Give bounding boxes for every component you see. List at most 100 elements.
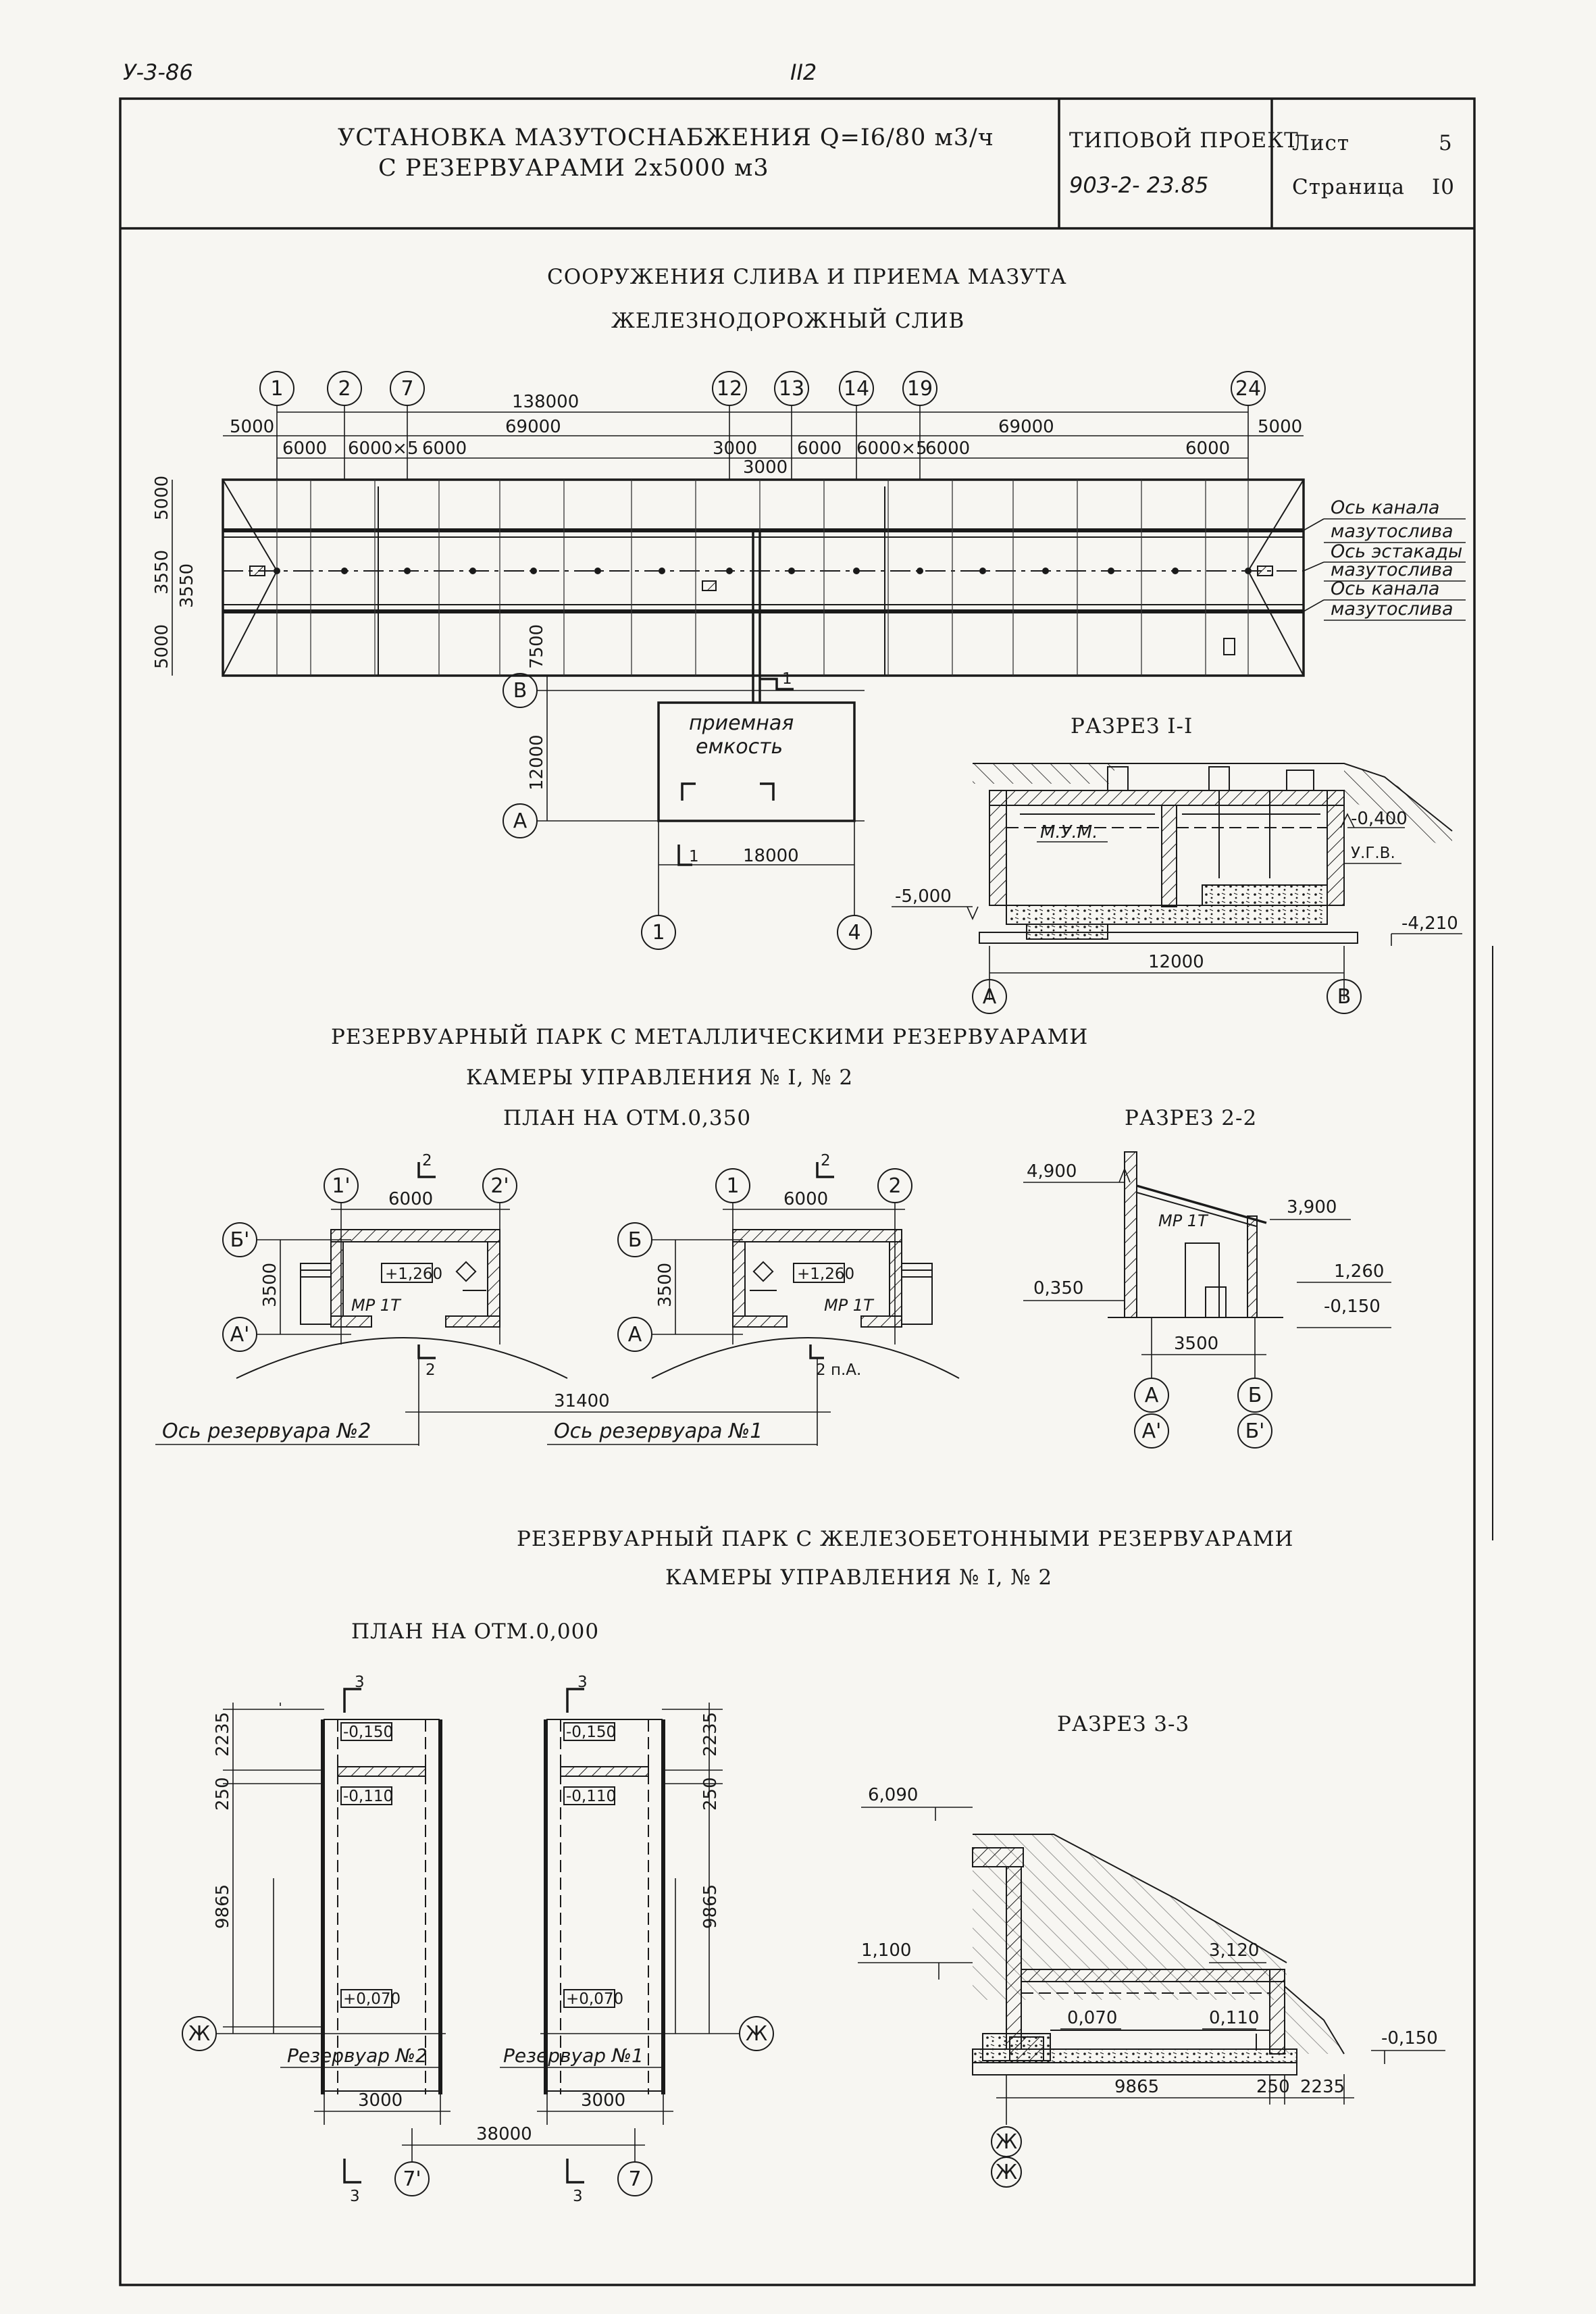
svg-text:0,110: 0,110: [1209, 2008, 1259, 2028]
svg-text:+0,070: +0,070: [343, 1990, 401, 2008]
svg-text:2: 2: [422, 1152, 432, 1169]
svg-text:1: 1: [270, 377, 283, 401]
project-number: 903-2- 23.85: [1069, 172, 1208, 198]
svg-text:7: 7: [628, 2167, 641, 2191]
svg-text:6000: 6000: [1185, 438, 1230, 459]
section1-title2: ЖЕЛЕЗНОДОРОЖНЫЙ СЛИВ: [611, 307, 964, 333]
svg-text:3550: 3550: [152, 550, 172, 595]
section1-left-dims: 5000 3550 3550 5000: [152, 476, 197, 676]
svg-text:2235: 2235: [1300, 2077, 1345, 2097]
svg-text:9865: 9865: [1114, 2077, 1159, 2097]
svg-text:емкость: емкость: [696, 735, 783, 759]
svg-text:+1,260: +1,260: [797, 1265, 854, 1283]
svg-text:-0,150: -0,150: [1381, 2028, 1438, 2048]
svg-text:3000: 3000: [358, 2090, 403, 2111]
tank-axes-span: 31400 Ось резервуара №2 Ось резервуара №…: [155, 1358, 831, 1446]
axis-marker-2: 2: [327, 371, 362, 480]
svg-text:0,070: 0,070: [1067, 2008, 1117, 2028]
svg-text:Ось эстакады: Ось эстакады: [1331, 541, 1462, 562]
section-1-1: РАЗРЕЗ I-I М.У.М. -0,400 У.Г.В. -4: [892, 714, 1493, 1540]
svg-text:В: В: [1337, 985, 1352, 1009]
svg-text:РАЗРЕЗ 2-2: РАЗРЕЗ 2-2: [1125, 1106, 1257, 1130]
svg-text:приемная: приемная: [689, 711, 794, 735]
svg-text:У.Г.В.: У.Г.В.: [1351, 845, 1395, 862]
svg-text:2: 2: [338, 377, 351, 401]
svg-text:12000: 12000: [1148, 952, 1204, 972]
svg-text:69000: 69000: [998, 417, 1054, 437]
svg-text:6000: 6000: [422, 438, 467, 459]
axis-marker-7: 7: [390, 371, 425, 480]
svg-text:18000: 18000: [743, 846, 799, 866]
main-title-line1: УСТАНОВКА МАЗУТОСНАБЖЕНИЯ Q=I6/80 м3/ч: [338, 124, 994, 151]
svg-text:3,120: 3,120: [1209, 1940, 1259, 1961]
svg-text:Б: Б: [1248, 1384, 1262, 1407]
svg-text:-0,400: -0,400: [1351, 809, 1408, 829]
svg-text:Ось резервуара №1: Ось резервуара №1: [554, 1419, 763, 1443]
svg-text:5000: 5000: [1258, 417, 1302, 437]
svg-text:Ж: Ж: [996, 2130, 1017, 2154]
rc-chamber-plan-left: 3 -0,150 -0,110 +0,070 2235 250 9865 Ж Р…: [182, 1674, 451, 2205]
svg-text:6000×5: 6000×5: [348, 438, 419, 459]
svg-text:-5,000: -5,000: [895, 886, 952, 907]
rc-span-dim: 38000: [402, 2124, 645, 2162]
section2-title2: КАМЕРЫ УПРАВЛЕНИЯ № I, № 2: [466, 1065, 853, 1090]
svg-text:3: 3: [355, 1674, 365, 1691]
project-label: ТИПОВОЙ ПРОЕКТ: [1069, 126, 1299, 153]
svg-text:Ж: Ж: [996, 2161, 1017, 2184]
svg-text:мазутослива: мазутослива: [1331, 559, 1453, 580]
sheet-label: Лист: [1292, 131, 1349, 155]
svg-text:1,100: 1,100: [861, 1940, 911, 1961]
svg-text:3000: 3000: [743, 457, 788, 478]
section1-top-axes: 1 2 7 12 13 14 19 24: [259, 371, 1266, 480]
svg-text:6000: 6000: [388, 1189, 433, 1209]
svg-text:Резервуар №1: Резервуар №1: [503, 2044, 644, 2067]
sheet-code: У-3-86: [123, 59, 193, 85]
svg-text:Б': Б': [1245, 1419, 1265, 1443]
svg-text:69000: 69000: [505, 417, 561, 437]
svg-text:мазутослива: мазутослива: [1331, 599, 1453, 620]
svg-text:1: 1: [652, 921, 665, 945]
svg-text:3: 3: [573, 2188, 583, 2205]
main-title-line2: С РЕЗЕРВУАРАМИ 2х5000 м3: [378, 155, 769, 182]
svg-text:1': 1': [332, 1174, 350, 1198]
svg-text:Резервуар №2: Резервуар №2: [287, 2044, 428, 2067]
svg-text:6,090: 6,090: [868, 1785, 918, 1805]
svg-text:38000: 38000: [476, 2124, 532, 2144]
svg-text:Ось канала: Ось канала: [1331, 497, 1439, 518]
svg-text:1: 1: [726, 1174, 739, 1198]
svg-text:13: 13: [779, 377, 804, 401]
svg-text:12: 12: [717, 377, 742, 401]
svg-text:РАЗРЕЗ I-I: РАЗРЕЗ I-I: [1071, 714, 1193, 738]
svg-text:А': А': [1142, 1419, 1162, 1443]
svg-text:А': А': [230, 1323, 250, 1347]
svg-text:В: В: [513, 679, 527, 703]
svg-text:1: 1: [782, 670, 792, 688]
section3-title2: КАМЕРЫ УПРАВЛЕНИЯ № I, № 2: [665, 1565, 1052, 1590]
svg-text:Ж: Ж: [188, 2022, 210, 2046]
svg-text:-0,150: -0,150: [1324, 1297, 1381, 1317]
section1-title1: СООРУЖЕНИЯ СЛИВА И ПРИЕМА МАЗУТА: [547, 265, 1067, 289]
svg-text:31400: 31400: [554, 1391, 610, 1411]
svg-text:7': 7': [403, 2167, 421, 2191]
railway-discharge-plan: [222, 478, 1305, 703]
svg-text:3000: 3000: [581, 2090, 625, 2111]
svg-text:+0,070: +0,070: [566, 1990, 623, 2008]
svg-text:4,900: 4,900: [1027, 1161, 1077, 1182]
svg-text:250: 250: [213, 1777, 233, 1811]
svg-text:14: 14: [844, 377, 869, 401]
svg-text:3,900: 3,900: [1287, 1197, 1337, 1217]
svg-text:12000: 12000: [527, 734, 547, 790]
svg-text:-0,150: -0,150: [566, 1724, 616, 1741]
section-2-2: РАЗРЕЗ 2-2 МР 1Т 4,900 3,900 0,350 1,260…: [1023, 1106, 1391, 1449]
axis-marker-1: 1: [259, 371, 294, 480]
svg-text:2235: 2235: [700, 1712, 721, 1757]
svg-text:3000: 3000: [713, 438, 757, 459]
svg-text:6000: 6000: [282, 438, 327, 459]
svg-text:Ось резервуара №2: Ось резервуара №2: [162, 1419, 371, 1443]
svg-text:19: 19: [907, 377, 933, 401]
rc-chamber-plan-right: 3 -0,150 -0,110 +0,070 2235 250 9865 Ж Р…: [500, 1674, 774, 2205]
page-label: Страница: [1292, 175, 1405, 199]
svg-text:1,260: 1,260: [1334, 1261, 1384, 1282]
svg-text:250: 250: [700, 1777, 721, 1811]
svg-text:6000×5: 6000×5: [856, 438, 927, 459]
